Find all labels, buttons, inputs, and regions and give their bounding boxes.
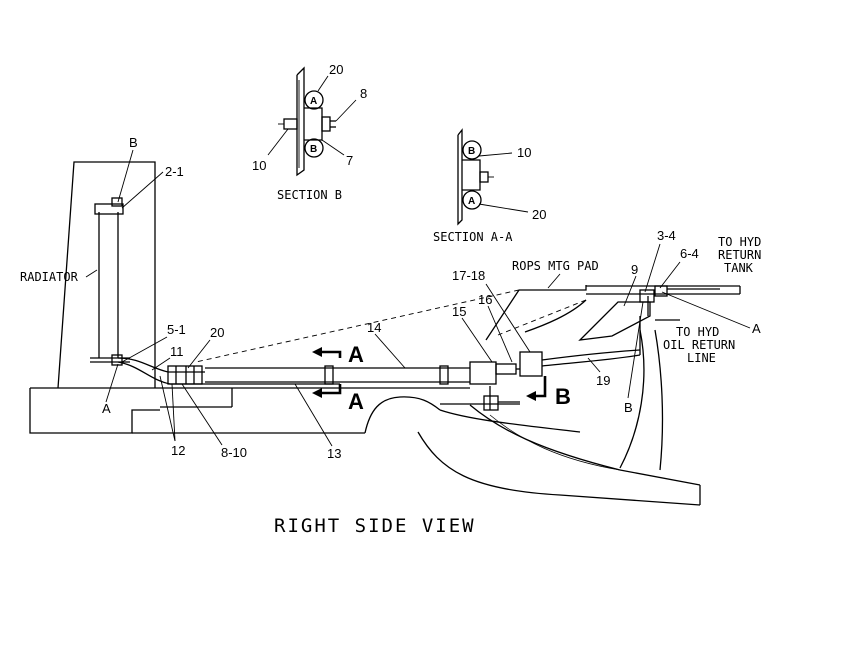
callout-15: 15 bbox=[452, 304, 466, 319]
section-aa-callout-10: 10 bbox=[517, 145, 531, 160]
section-b-callout-8: 8 bbox=[360, 86, 367, 101]
section-arrow-label-a-upper: A bbox=[348, 342, 364, 367]
callouts: 5-1 20 11 A 12 8-10 13 14 15 16 17-18 19… bbox=[102, 228, 761, 461]
callout-14: 14 bbox=[367, 320, 381, 335]
callout-19: 19 bbox=[596, 373, 610, 388]
clip-b-circle bbox=[304, 138, 324, 158]
radiator-label: RADIATOR bbox=[20, 270, 79, 284]
to-hyd-oil-return-line2: OIL RETURN bbox=[663, 338, 735, 352]
callout-2-1: 2-1 bbox=[165, 164, 184, 179]
callout-11: 11 bbox=[170, 344, 184, 359]
section-b-detail: A B 20 8 10 7 SECTION B bbox=[252, 62, 367, 202]
section-b-clip-a: A bbox=[310, 96, 317, 107]
destination-labels: TO HYD RETURN TANK TO HYD OIL RETURN LIN… bbox=[663, 235, 761, 365]
section-aa-caption: SECTION A-A bbox=[433, 230, 513, 244]
to-hyd-return-tank-line3: TANK bbox=[724, 261, 754, 275]
callout-17-18: 17-18 bbox=[452, 268, 485, 283]
section-arrow-a-lower bbox=[315, 384, 342, 395]
callout-5-1: 5-1 bbox=[167, 322, 186, 337]
section-b-callout-10: 10 bbox=[252, 158, 266, 173]
callout-13: 13 bbox=[327, 446, 341, 461]
callout-3-4: 3-4 bbox=[657, 228, 676, 243]
clip-a-circle bbox=[304, 90, 324, 110]
callout-20: 20 bbox=[210, 325, 224, 340]
section-arrow-a-upper bbox=[315, 350, 342, 358]
bracket-9 bbox=[578, 301, 651, 341]
section-b-callout-7: 7 bbox=[346, 153, 353, 168]
to-hyd-oil-return-line3: LINE bbox=[687, 351, 716, 365]
callout-b-bottom: B bbox=[624, 400, 633, 415]
radiator-assembly: RADIATOR B 2-1 bbox=[20, 135, 184, 389]
section-aa-callout-20: 20 bbox=[532, 207, 546, 222]
callout-b-top: B bbox=[129, 135, 138, 150]
machine-frame: ROPS MTG PAD bbox=[29, 259, 741, 506]
callout-6-4: 6-4 bbox=[680, 246, 699, 261]
callout-a-left: A bbox=[102, 401, 111, 416]
hose-routing bbox=[111, 285, 720, 411]
clip-a-circle-aa bbox=[462, 190, 482, 210]
view-title: RIGHT SIDE VIEW bbox=[274, 515, 476, 537]
clip-b-circle-aa bbox=[462, 140, 482, 160]
section-aa-detail: B A 10 20 SECTION A-A bbox=[433, 128, 546, 244]
callout-a-right: A bbox=[752, 321, 761, 336]
callout-16: 16 bbox=[478, 292, 492, 307]
to-hyd-return-tank-line1: TO HYD bbox=[718, 235, 761, 249]
rops-mtg-pad-label: ROPS MTG PAD bbox=[512, 259, 599, 273]
to-hyd-return-tank-line2: RETURN bbox=[718, 248, 761, 262]
callout-12: 12 bbox=[171, 443, 185, 458]
section-b-caption: SECTION B bbox=[277, 188, 342, 202]
callout-8-10: 8-10 bbox=[221, 445, 247, 460]
section-arrow-label-b: B bbox=[555, 384, 571, 409]
section-aa-clip-a: A bbox=[468, 196, 475, 207]
section-b-callout-20: 20 bbox=[329, 62, 343, 77]
section-cut-arrows: A A B bbox=[312, 342, 571, 414]
to-hyd-oil-return-line1: TO HYD bbox=[676, 325, 719, 339]
callout-9: 9 bbox=[631, 262, 638, 277]
section-aa-clip-b: B bbox=[468, 146, 475, 157]
section-arrow-label-a-lower: A bbox=[348, 389, 364, 414]
section-b-clip-b: B bbox=[310, 144, 317, 155]
